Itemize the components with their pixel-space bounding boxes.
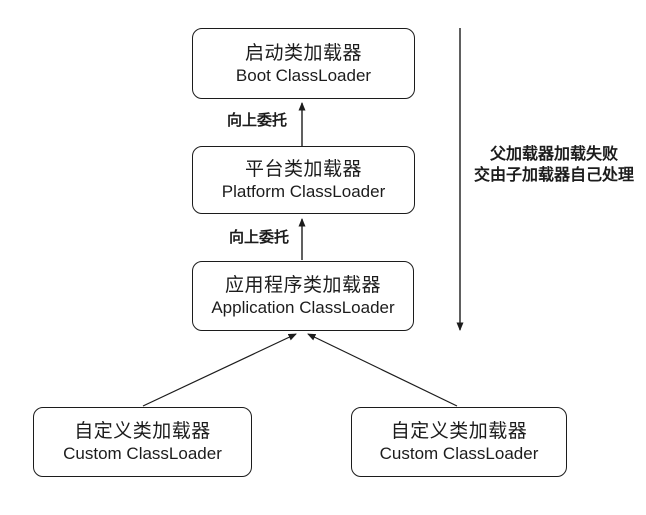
edge-label-delegate-up-2: 向上委托	[229, 229, 290, 246]
parent-fail-note: 父加载器加载失败 交由子加载器自己处理	[462, 144, 646, 186]
node-platform-classloader: 平台类加载器 Platform ClassLoader	[192, 146, 415, 214]
custom-left-to-application-arrow	[142, 333, 297, 407]
parent-fail-note-line1: 父加载器加载失败	[489, 146, 618, 163]
node-boot-title-en: Boot ClassLoader	[235, 65, 372, 85]
custom-right-to-application-arrow	[307, 333, 458, 407]
node-custom-classloader-left: 自定义类加载器 Custom ClassLoader	[33, 407, 252, 477]
node-boot-title-zh: 启动类加载器	[244, 42, 362, 64]
edge-label-delegate-up-1: 向上委托	[227, 112, 288, 129]
node-platform-title-en: Platform ClassLoader	[221, 182, 386, 201]
node-custom-right-title-en: Custom ClassLoader	[379, 444, 539, 463]
node-custom-left-title-en: Custom ClassLoader	[63, 444, 222, 463]
parent-fail-note-line2: 交由子加载器自己处理	[473, 167, 634, 184]
node-application-classloader: 应用程序类加载器 Application ClassLoader	[192, 261, 414, 331]
node-custom-right-title-zh: 自定义类加载器	[390, 421, 528, 442]
node-boot-classloader: 启动类加载器 Boot ClassLoader	[192, 28, 415, 99]
node-platform-title-zh: 平台类加载器	[244, 159, 362, 180]
node-application-title-zh: 应用程序类加载器	[224, 275, 381, 296]
node-custom-classloader-right: 自定义类加载器 Custom ClassLoader	[351, 407, 567, 477]
node-application-title-en: Application ClassLoader	[211, 298, 395, 317]
node-custom-left-title-zh: 自定义类加载器	[74, 421, 211, 442]
